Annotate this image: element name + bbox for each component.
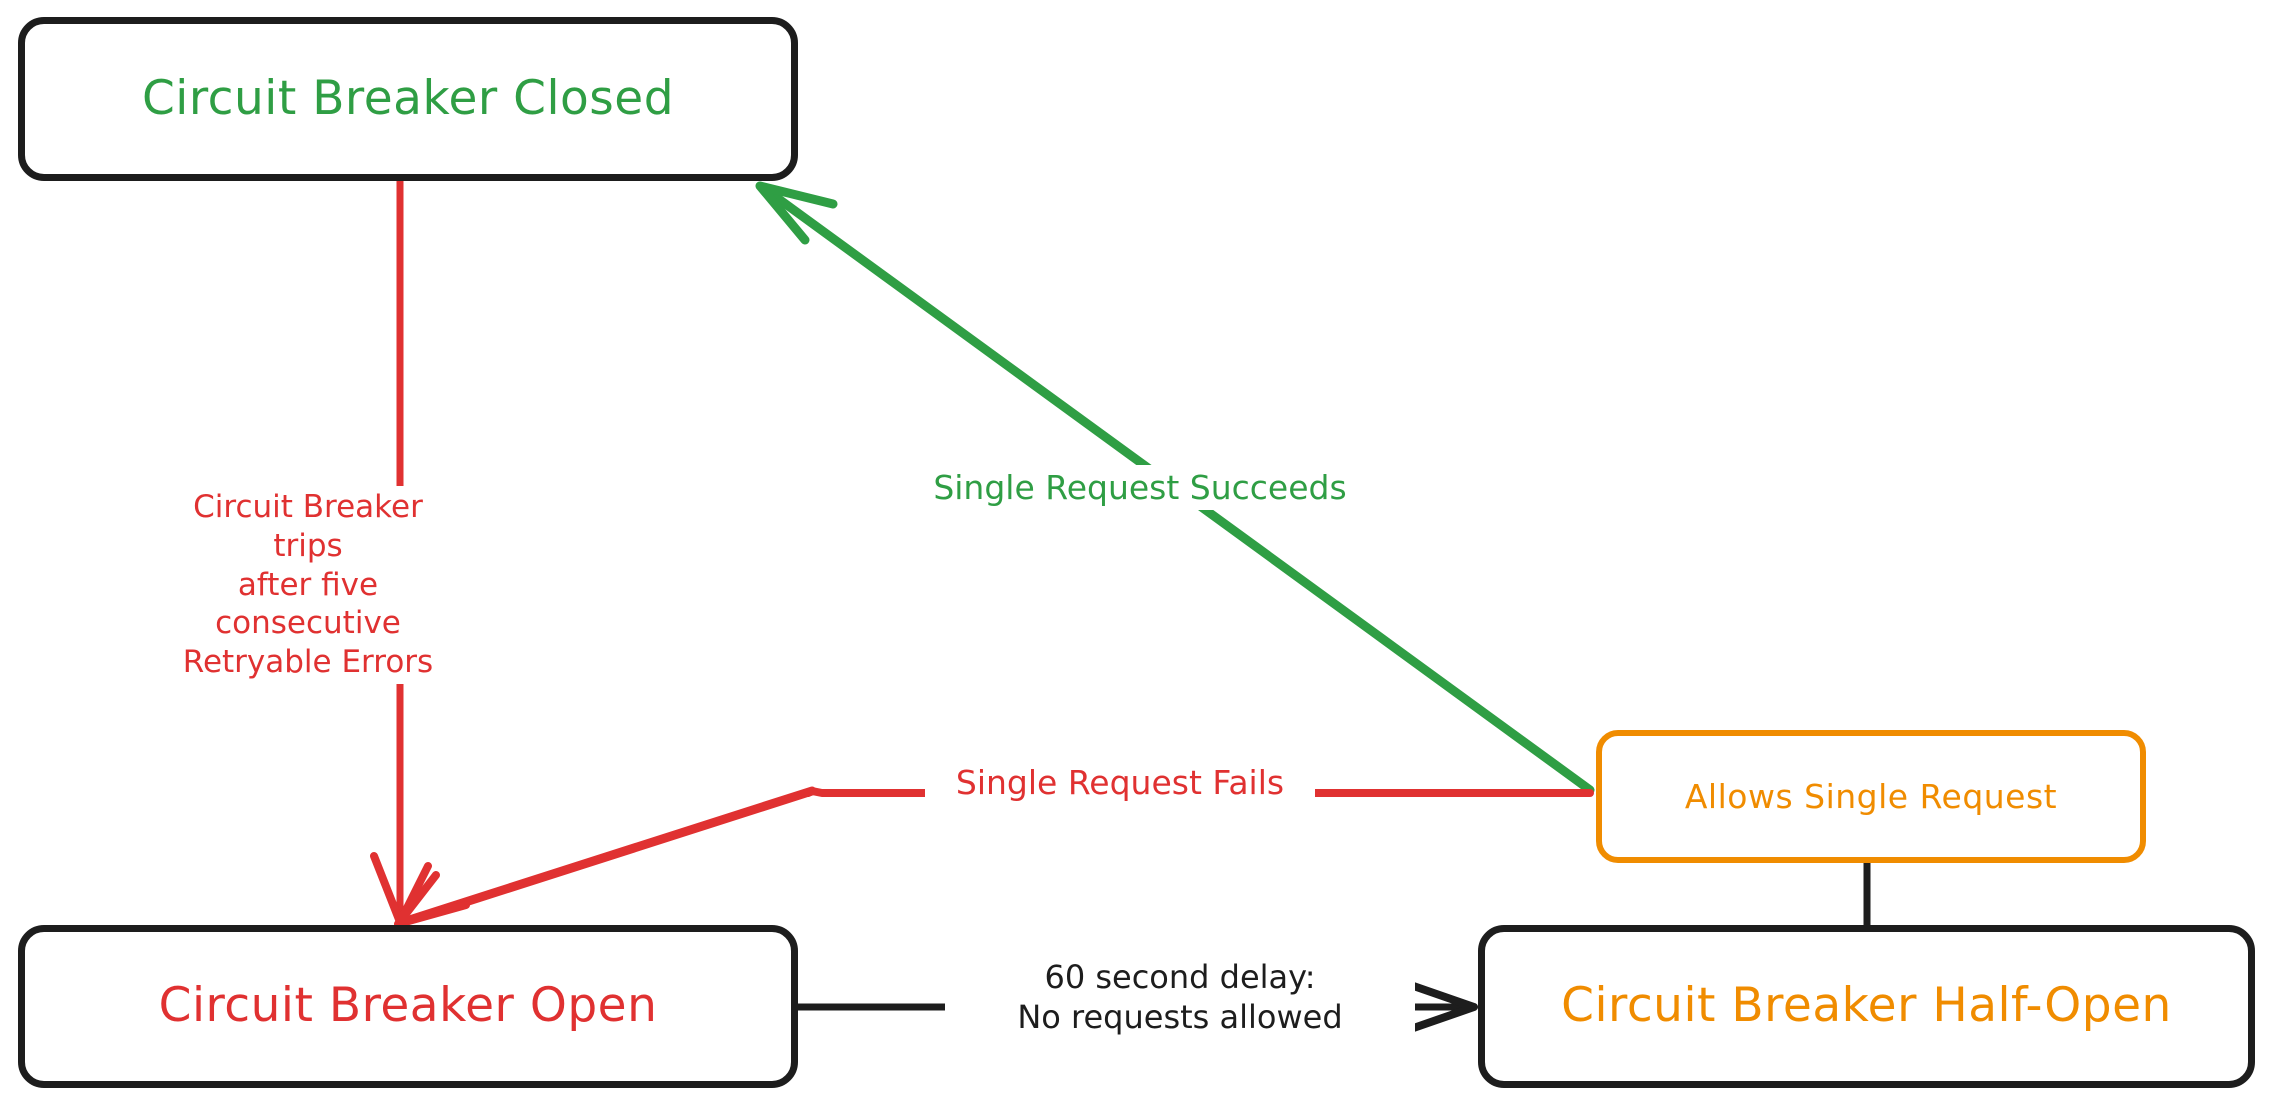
node-allows-single-request-label: Allows Single Request — [1684, 776, 2058, 816]
node-circuit-breaker-closed[interactable]: Circuit Breaker Closed — [18, 17, 798, 181]
edge-label-allows-to-open: Single Request Fails — [925, 760, 1315, 806]
edge-allows-to-open — [394, 786, 1594, 928]
node-circuit-breaker-open[interactable]: Circuit Breaker Open — [18, 925, 798, 1088]
node-circuit-breaker-half-open-label: Circuit Breaker Half-Open — [1561, 978, 2172, 1034]
edge-label-closed-to-open: Circuit Breaker trips after five consecu… — [148, 486, 468, 684]
node-allows-single-request[interactable]: Allows Single Request — [1596, 730, 2146, 863]
node-circuit-breaker-closed-label: Circuit Breaker Closed — [141, 70, 675, 126]
edge-label-open-to-half-open: 60 second delay: No requests allowed — [945, 955, 1415, 1039]
edge-label-allows-to-closed: Single Request Succeeds — [905, 465, 1375, 511]
node-circuit-breaker-open-label: Circuit Breaker Open — [158, 978, 658, 1034]
node-circuit-breaker-half-open[interactable]: Circuit Breaker Half-Open — [1478, 925, 2255, 1088]
